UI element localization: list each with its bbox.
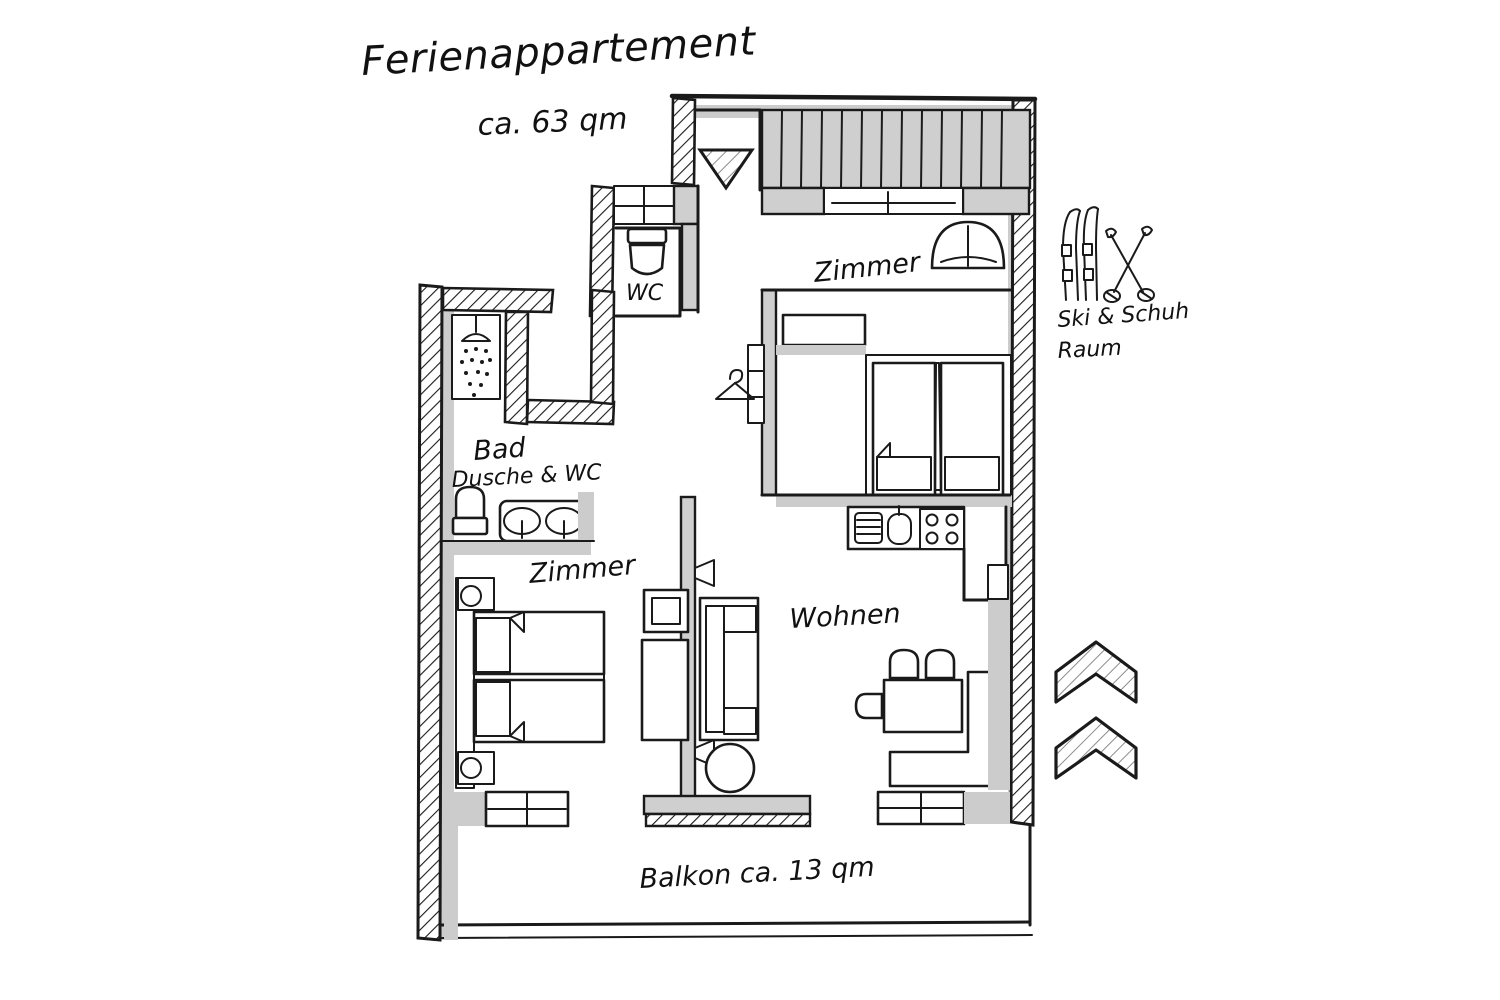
plan-title-group: Ferienappartement ca. 63 qm — [360, 18, 757, 143]
exterior-wall-right — [1009, 98, 1037, 827]
tv-unit — [640, 588, 690, 742]
sink-icon — [887, 505, 912, 545]
dining-chairs — [854, 648, 956, 720]
lamp-1 — [460, 585, 482, 607]
stove-icon — [919, 508, 965, 550]
bedside-lamps — [457, 577, 495, 785]
wohnen-label: Wohnen — [789, 598, 902, 635]
lamp-2 — [460, 757, 482, 779]
pillow-3 — [475, 617, 511, 673]
double-vanity — [498, 499, 590, 543]
bath-wall-inner-h — [525, 398, 616, 426]
toilet-wc — [626, 227, 668, 276]
shower-stall — [451, 314, 501, 400]
room-zimmer-upper: Zimmer — [715, 220, 1012, 507]
wardrobe-niche — [747, 344, 765, 424]
balkon-label: Balkon ca. 13 qm — [639, 852, 876, 895]
pillow-2 — [944, 456, 1000, 491]
shower-icon — [460, 315, 492, 397]
room-bad: Bad Dusche & WC — [441, 286, 616, 555]
entrance-threshold — [760, 186, 1031, 216]
room-balkon: Balkon ca. 13 qm — [639, 852, 876, 895]
room-zimmer-lower: Zimmer — [444, 550, 638, 940]
balcony-threshold — [642, 794, 812, 828]
ski-room-annotation: Ski & Schuh Raum — [1057, 206, 1190, 364]
entrance-area — [670, 96, 1032, 216]
pillow-1 — [876, 456, 932, 491]
twin-beds-lower — [472, 610, 606, 744]
chair-3 — [854, 692, 884, 720]
ski-room-label-line2: Raum — [1057, 336, 1122, 364]
area-label: ca. 63 qm — [477, 101, 628, 143]
sofa-armrest-bottom — [723, 707, 757, 735]
wc-label: WC — [626, 281, 664, 306]
outer-walls — [416, 93, 1038, 942]
media-cabinet — [640, 638, 690, 742]
zimmer-upper-label: Zimmer — [811, 247, 923, 289]
exterior-wall-left — [416, 283, 444, 942]
chair-2 — [924, 648, 956, 680]
living-sideboard — [876, 790, 1010, 826]
toilet-bad — [451, 485, 489, 536]
sofa-back — [705, 605, 725, 733]
ski-room-label-line1: Ski & Schuh — [1057, 299, 1190, 333]
chevron-icon-1 — [1054, 640, 1138, 704]
bad-label: Bad — [472, 432, 527, 467]
ski-icon — [1061, 206, 1099, 301]
entrance-wall-left — [670, 96, 697, 187]
zimmer-lower-label: Zimmer — [527, 550, 638, 590]
wc-window — [613, 184, 700, 226]
kitchen — [846, 505, 1009, 602]
room-wohnen: Wohnen — [789, 598, 1010, 826]
chevron-markers — [1054, 640, 1138, 780]
sofa-armrest-top — [723, 605, 757, 633]
chevron-icon-2 — [1054, 716, 1138, 780]
bath-wall-inner-v — [503, 310, 530, 426]
ski-poles-icon — [1103, 225, 1155, 303]
armchair — [930, 220, 1006, 270]
chair-1 — [888, 648, 920, 680]
clothes-hanger-icon — [715, 369, 755, 400]
pillow-4 — [475, 681, 511, 737]
dish-rack-icon — [854, 512, 883, 544]
bedroom-sideboard — [444, 790, 570, 828]
balcony-door-area — [640, 495, 812, 828]
page-title: Ferienappartement — [360, 18, 757, 85]
bath-wall-top — [441, 286, 555, 314]
room-wc: WC — [588, 184, 700, 320]
sofa — [698, 596, 760, 742]
kitchen-column — [987, 564, 1009, 600]
dining-table — [882, 678, 964, 734]
side-table — [704, 742, 756, 794]
twin-beds-upper — [871, 361, 1005, 497]
dresser — [781, 313, 867, 347]
entrance-arrow-icon — [697, 148, 755, 191]
bath-wall-right — [589, 288, 616, 406]
entrance-wardrobe — [760, 108, 1032, 190]
